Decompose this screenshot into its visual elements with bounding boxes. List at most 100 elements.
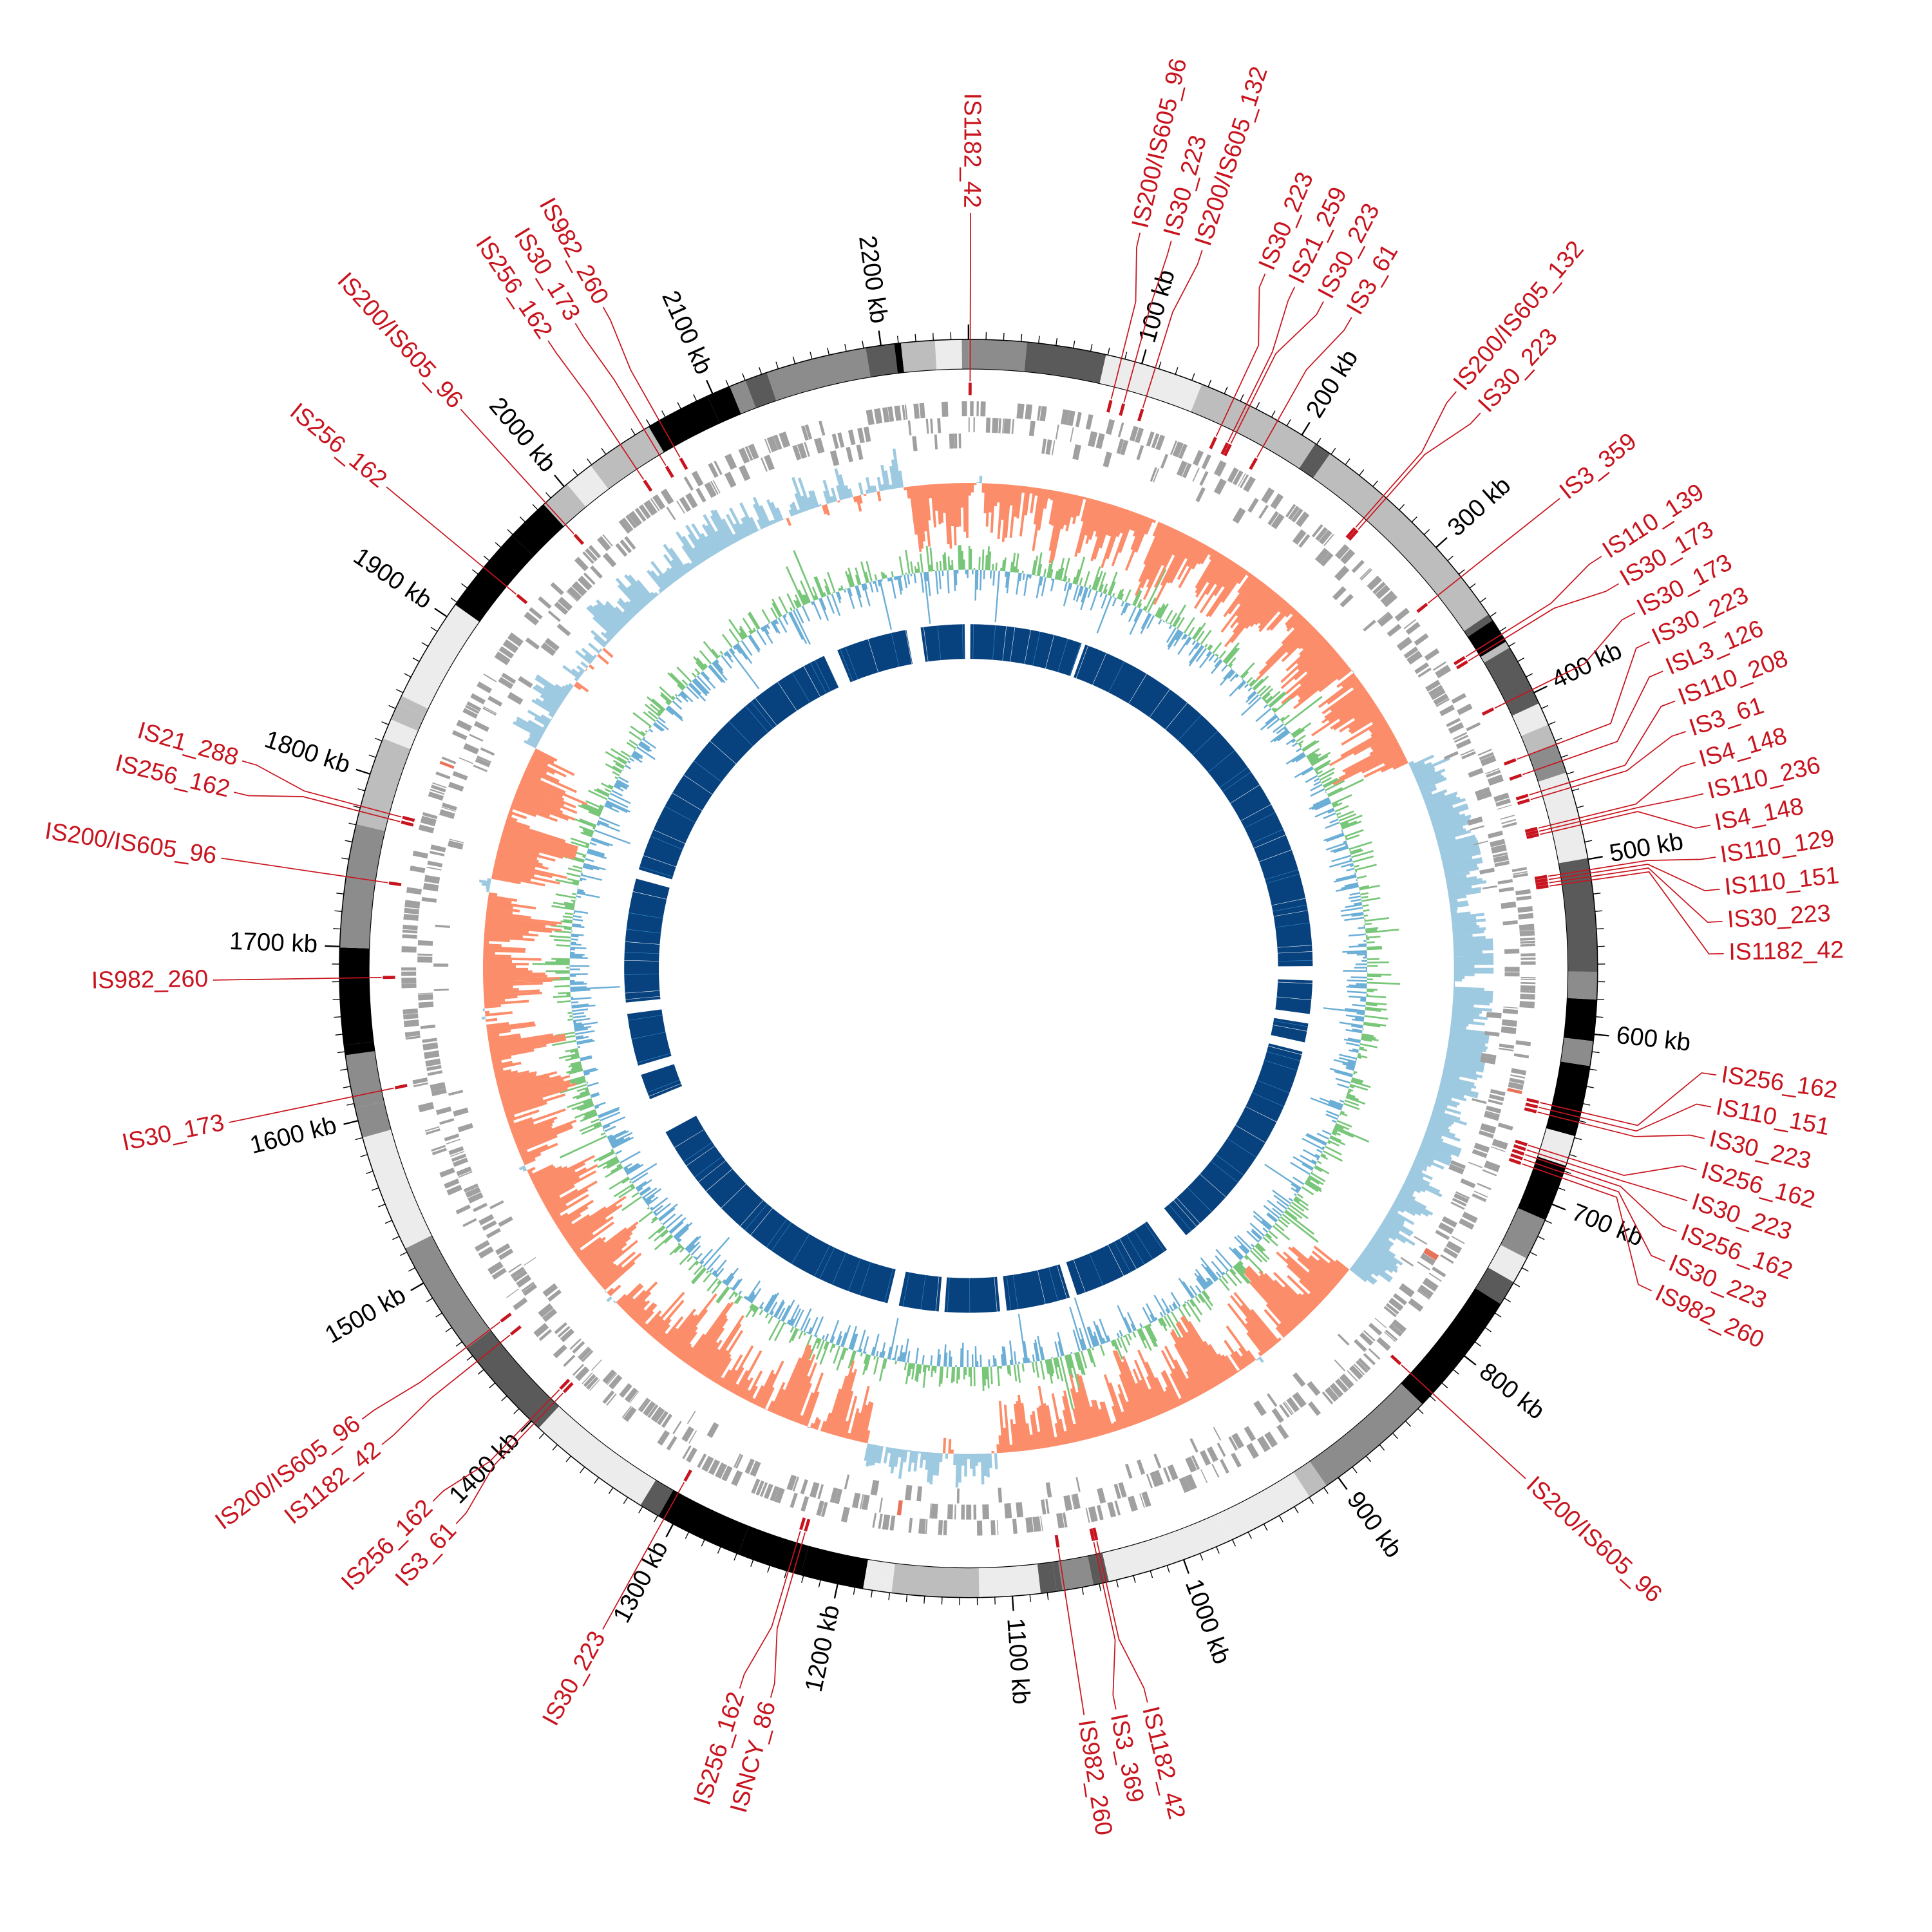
gene-feature bbox=[1487, 774, 1504, 786]
gene-feature bbox=[1450, 1201, 1465, 1210]
is-element-leader-line bbox=[1355, 391, 1457, 528]
conserved-block-gap bbox=[625, 996, 661, 1000]
gene-feature bbox=[1405, 621, 1421, 635]
gene-feature bbox=[1238, 473, 1246, 487]
gene-feature bbox=[1185, 1473, 1197, 1490]
is-element-leader-line bbox=[1110, 232, 1141, 399]
ideogram-band bbox=[1560, 1037, 1594, 1066]
is-element-mark bbox=[804, 1519, 811, 1532]
gene-feature bbox=[848, 430, 856, 446]
gene-feature bbox=[1095, 433, 1105, 450]
conserved-block-gap bbox=[674, 1129, 705, 1148]
gene-feature bbox=[1388, 1297, 1404, 1311]
gene-feature bbox=[1162, 1467, 1171, 1482]
gene-feature bbox=[638, 504, 651, 519]
gene-feature bbox=[453, 1107, 469, 1117]
gene-feature bbox=[1428, 685, 1444, 697]
gene-feature bbox=[902, 404, 906, 421]
gene-feature bbox=[456, 1166, 472, 1177]
conserved-block-gap bbox=[665, 806, 696, 823]
minor-tick bbox=[1513, 1282, 1520, 1287]
gene-feature bbox=[585, 548, 598, 562]
conserved-block-gap bbox=[1149, 689, 1170, 718]
gene-feature bbox=[1491, 844, 1507, 854]
conserved-block-gap bbox=[777, 681, 797, 711]
ideogram-band bbox=[766, 348, 871, 401]
gene-feature bbox=[544, 638, 560, 652]
gene-feature bbox=[1200, 1450, 1211, 1466]
is-element-mark bbox=[1345, 527, 1356, 539]
is-element-leader-line bbox=[1538, 762, 1696, 829]
gene-feature bbox=[1116, 439, 1124, 454]
gene-feature bbox=[607, 1373, 618, 1385]
is-element-leader-line bbox=[1548, 857, 1716, 877]
gene-feature bbox=[1491, 1146, 1506, 1153]
gene-feature bbox=[1276, 1424, 1289, 1439]
is-element-mark bbox=[1390, 1354, 1402, 1365]
minor-tick bbox=[594, 1477, 600, 1484]
gene-feature bbox=[1417, 1284, 1434, 1298]
ideogram-band bbox=[390, 703, 425, 732]
minor-tick bbox=[693, 394, 697, 402]
gene-feature bbox=[629, 1391, 639, 1404]
conserved-block-gap bbox=[649, 1083, 681, 1097]
ideogram-band bbox=[707, 386, 741, 424]
gene-feature bbox=[402, 929, 418, 934]
gene-feature bbox=[620, 539, 632, 554]
minor-tick bbox=[1574, 1137, 1582, 1141]
gene-feature bbox=[1499, 1043, 1515, 1049]
ideogram-band bbox=[345, 1051, 384, 1108]
minor-tick bbox=[1046, 1592, 1049, 1600]
gene-feature bbox=[804, 424, 813, 440]
minor-tick bbox=[1020, 334, 1023, 342]
gene-feature bbox=[1264, 1431, 1278, 1448]
conserved-block-gap bbox=[766, 1219, 788, 1247]
gene-feature bbox=[1450, 1160, 1466, 1170]
gene-feature bbox=[1460, 1178, 1476, 1189]
gene-feature bbox=[401, 946, 417, 953]
conserved-block-gap bbox=[814, 1245, 830, 1277]
is-element-leader-line bbox=[229, 1087, 394, 1123]
gene-feature bbox=[913, 403, 920, 419]
gene-feature bbox=[1071, 1494, 1075, 1510]
gene-feature bbox=[930, 418, 934, 434]
gene-feature bbox=[829, 1487, 838, 1504]
gene-feature bbox=[628, 511, 643, 527]
minor-tick bbox=[396, 688, 404, 694]
is-element-mark bbox=[1509, 773, 1522, 781]
minor-tick bbox=[573, 469, 578, 476]
is-element-mark bbox=[1515, 1139, 1528, 1146]
is-element-mark bbox=[1503, 758, 1517, 766]
gene-feature bbox=[650, 1406, 665, 1423]
gene-feature bbox=[1499, 1047, 1514, 1052]
gene-feature bbox=[866, 409, 875, 426]
gene-feature bbox=[857, 428, 865, 444]
gene-feature bbox=[435, 924, 450, 929]
gene-feature bbox=[1519, 930, 1535, 936]
minor-tick bbox=[1566, 771, 1575, 775]
conserved-block-gap bbox=[947, 1277, 950, 1312]
gene-feature bbox=[597, 536, 611, 551]
conserved-block-gap bbox=[891, 632, 900, 667]
gene-feature bbox=[1045, 1499, 1050, 1514]
tick-label: 1000 kb bbox=[1180, 1575, 1236, 1667]
gene-feature bbox=[1511, 1068, 1527, 1075]
gene-feature bbox=[1387, 623, 1402, 637]
gene-feature bbox=[1433, 693, 1449, 706]
is-element-leader-line bbox=[1517, 641, 1650, 760]
minor-tick bbox=[775, 361, 779, 369]
is-element-leader-line bbox=[574, 323, 667, 466]
minor-tick bbox=[1309, 1497, 1314, 1504]
gene-feature bbox=[473, 1202, 488, 1213]
gene-feature bbox=[1354, 1339, 1367, 1352]
is-element-leader-line bbox=[1057, 1548, 1085, 1716]
gene-feature bbox=[712, 480, 721, 494]
gene-feature bbox=[1291, 508, 1303, 523]
minor-tick bbox=[933, 332, 934, 341]
gene-feature bbox=[652, 494, 666, 510]
minor-tick bbox=[1232, 1539, 1236, 1547]
tick-label: 900 kb bbox=[1341, 1486, 1408, 1563]
ideogram-band bbox=[1087, 1553, 1109, 1586]
ideogram-band bbox=[1024, 342, 1106, 384]
conserved-block-gap bbox=[1278, 951, 1312, 954]
